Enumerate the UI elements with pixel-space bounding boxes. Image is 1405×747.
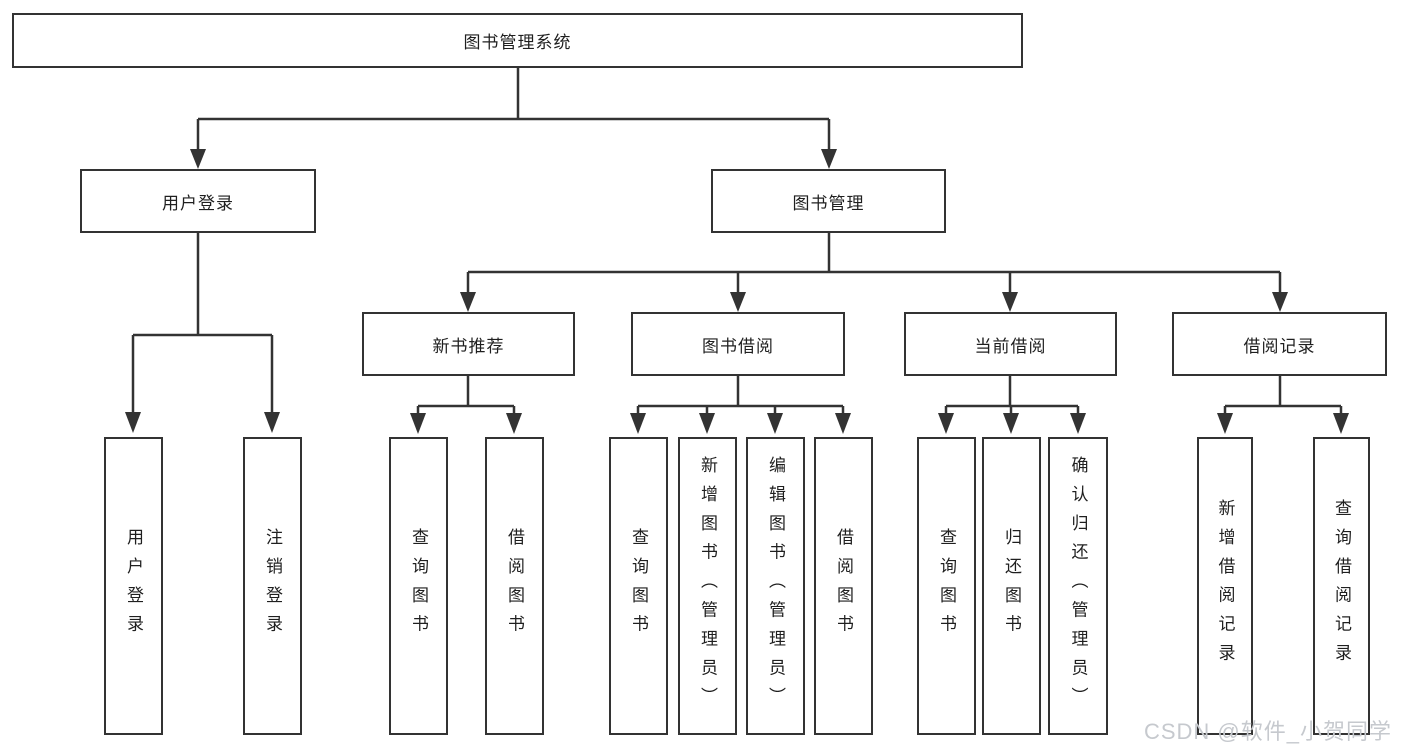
node-leaf-borrow-books-2: 借阅图书 xyxy=(814,437,873,735)
node-leaf-query-books-3: 查询图书 xyxy=(917,437,976,735)
arrowheads xyxy=(125,149,1349,434)
csdn-watermark: CSDN @软件_小贺同学 xyxy=(1143,719,1392,744)
node-leaf-user-login: 用户登录 xyxy=(104,437,163,735)
node-leaf-query-books-2: 查询图书 xyxy=(609,437,668,735)
node-leaf-confirm-return-admin: 确认归还（管理员） xyxy=(1048,437,1108,735)
node-leaf-add-borrow-record: 新增借阅记录 xyxy=(1197,437,1253,735)
node-book-management-branch: 图书管理 xyxy=(711,169,946,233)
node-borrowing-records: 借阅记录 xyxy=(1172,312,1387,376)
node-leaf-borrow-books: 借阅图书 xyxy=(485,437,544,735)
node-book-borrowing: 图书借阅 xyxy=(631,312,845,376)
node-current-borrowing: 当前借阅 xyxy=(904,312,1117,376)
node-user-login-branch: 用户登录 xyxy=(80,169,316,233)
node-leaf-edit-books-admin: 编辑图书（管理员） xyxy=(746,437,805,735)
node-library-management-system: 图书管理系统 xyxy=(12,13,1023,68)
node-leaf-query-books: 查询图书 xyxy=(389,437,448,735)
connector-stems xyxy=(131,68,1343,415)
node-new-book-recommendation: 新书推荐 xyxy=(362,312,575,376)
node-leaf-return-books: 归还图书 xyxy=(982,437,1041,735)
node-leaf-logout: 注销登录 xyxy=(243,437,302,735)
node-leaf-query-borrow-record: 查询借阅记录 xyxy=(1313,437,1370,735)
node-leaf-add-books-admin: 新增图书（管理员） xyxy=(678,437,737,735)
